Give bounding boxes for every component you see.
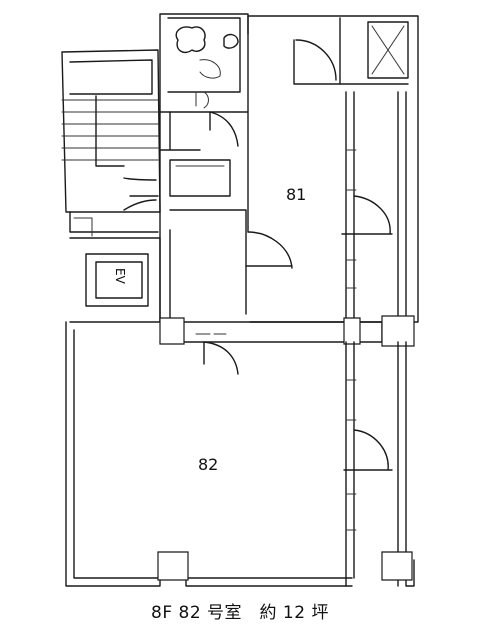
elevator-label: EV xyxy=(113,268,127,285)
room-82 xyxy=(65,321,415,587)
elevator: EV xyxy=(69,237,161,323)
toilet-room xyxy=(159,13,249,147)
partition-wall xyxy=(159,315,415,375)
stair-landing xyxy=(69,195,159,237)
room-82-label: 82 xyxy=(198,455,218,474)
floor-plan: EV 81 82 xyxy=(61,13,419,587)
caption: 8F 82 号室 約 12 坪 xyxy=(151,603,329,623)
hatch-icon xyxy=(371,25,405,75)
room-81 xyxy=(245,15,419,323)
sink-icon xyxy=(223,33,239,49)
corridor xyxy=(159,111,249,323)
staircase xyxy=(61,49,161,213)
room-81-label: 81 xyxy=(286,185,306,204)
toilet-icon xyxy=(175,26,206,54)
